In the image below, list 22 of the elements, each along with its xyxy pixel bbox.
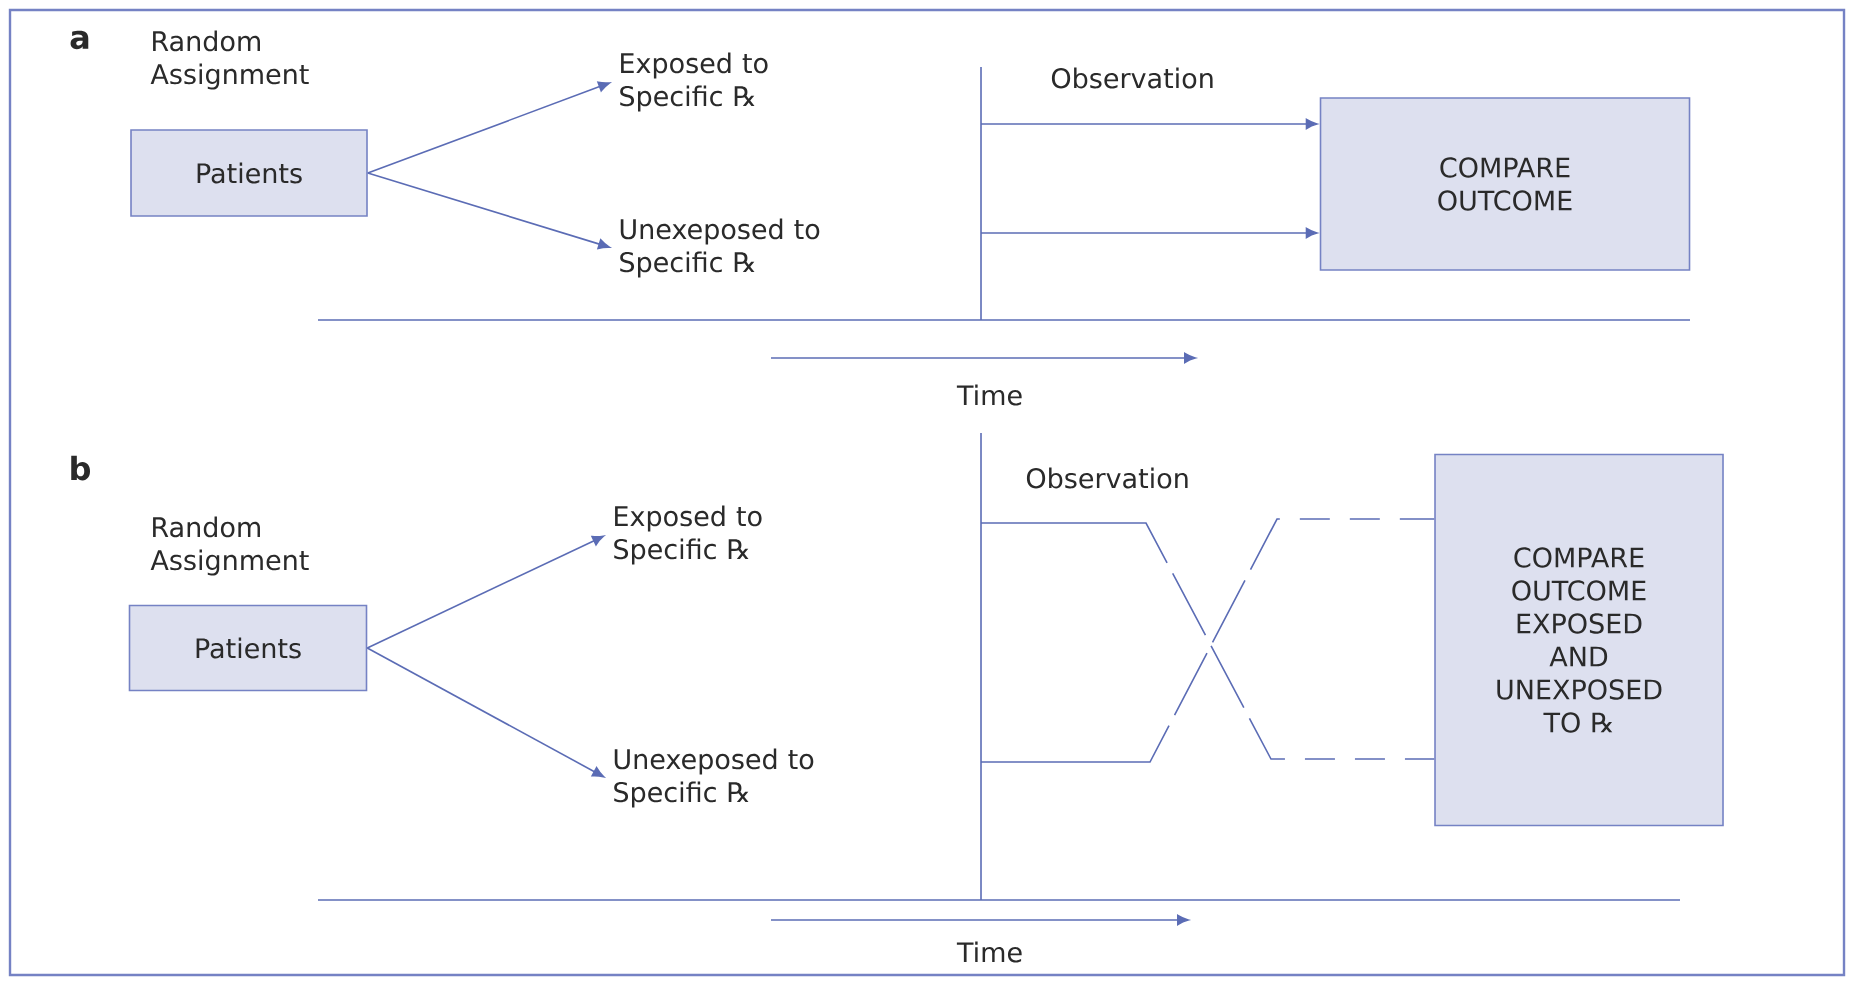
arrow	[980, 118, 1318, 130]
group-label: Unexeposed to Specific ℞	[620, 218, 820, 278]
axis-label: Time	[956, 384, 1022, 406]
panel-letter: b	[71, 455, 90, 481]
arrow	[367, 172, 610, 250]
process-box: COMPARE OUTCOME EXPOSED AND UNEXPOSED TO ℞	[1434, 453, 1724, 827]
axis-label: Observation	[1051, 67, 1213, 89]
arrow	[367, 81, 611, 174]
process-box: Patients	[130, 129, 368, 217]
group-label: Exposed to Specific ℞	[620, 52, 768, 112]
node-label: Random Assignment	[150, 30, 309, 90]
arrow	[366, 647, 605, 778]
axis-label: Observation	[1026, 467, 1188, 489]
node-label: Random Assignment	[150, 516, 309, 576]
arrow	[980, 227, 1318, 239]
axis-label: Time	[956, 941, 1022, 963]
arrow	[366, 535, 605, 649]
process-box: COMPARE OUTCOME	[1319, 97, 1691, 271]
group-label: Exposed to Specific ℞	[614, 505, 762, 565]
process-box: Patients	[128, 604, 368, 692]
panel-letter: a	[70, 30, 89, 50]
group-label: Unexeposed to Specific ℞	[614, 748, 814, 808]
